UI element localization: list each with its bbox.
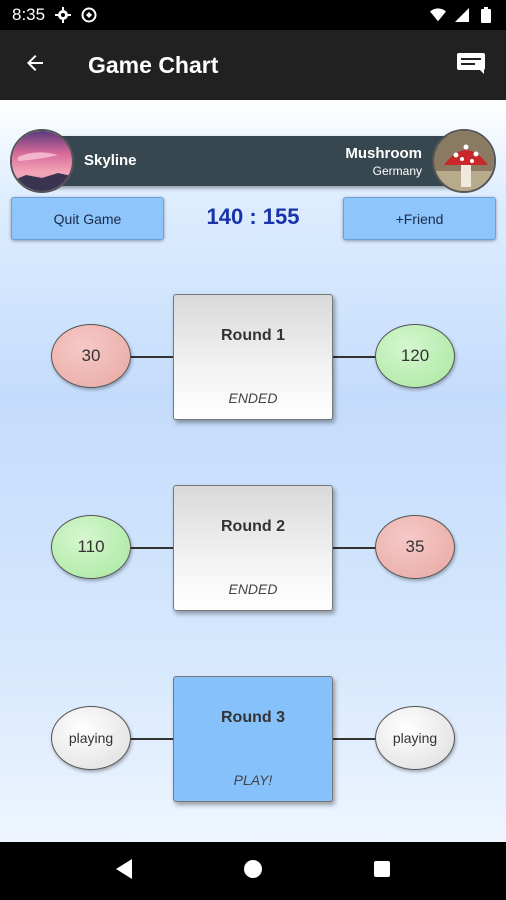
add-friend-button[interactable]: +Friend bbox=[343, 197, 496, 240]
signal-icon bbox=[454, 7, 470, 23]
square-recents-icon bbox=[373, 860, 391, 883]
nav-recents-button[interactable] bbox=[362, 851, 402, 891]
round-status: PLAY! bbox=[233, 772, 273, 788]
player-left-name: Skyline bbox=[84, 152, 137, 169]
round-title: Round 1 bbox=[221, 327, 285, 344]
round-3-left-score: playing bbox=[51, 706, 131, 770]
back-button[interactable] bbox=[0, 30, 70, 100]
navigation-bar bbox=[0, 842, 506, 900]
round-title: Round 3 bbox=[221, 709, 285, 726]
connector-line bbox=[332, 547, 380, 549]
wifi-icon bbox=[430, 7, 446, 23]
gear-icon bbox=[55, 7, 72, 23]
avatar-left[interactable] bbox=[10, 129, 74, 193]
status-bar: 8:35 bbox=[0, 0, 506, 30]
nav-back-button[interactable] bbox=[104, 851, 144, 891]
battery-icon bbox=[478, 7, 494, 23]
nav-home-button[interactable] bbox=[233, 851, 273, 891]
data-saver-icon bbox=[81, 7, 97, 23]
connector-line bbox=[128, 738, 176, 740]
round-row-3: playing Round 3 PLAY! playing bbox=[0, 676, 506, 806]
round-3-right-score: playing bbox=[375, 706, 455, 770]
connector-line bbox=[128, 356, 176, 358]
total-score: 140 : 155 bbox=[206, 204, 300, 229]
round-status: ENDED bbox=[228, 581, 278, 597]
chat-icon bbox=[456, 52, 486, 79]
round-1-box[interactable]: Round 1 ENDED bbox=[173, 294, 333, 420]
circle-home-icon bbox=[243, 859, 263, 884]
page-title: Game Chart bbox=[88, 51, 219, 78]
connector-line bbox=[332, 738, 380, 740]
chat-button[interactable] bbox=[436, 30, 506, 100]
round-2-left-score: 110 bbox=[51, 515, 131, 579]
round-2-box[interactable]: Round 2 ENDED bbox=[173, 485, 333, 611]
arrow-back-icon bbox=[23, 51, 47, 80]
round-row-2: 110 Round 2 ENDED 35 bbox=[0, 485, 506, 615]
player-right-name: Mushroom bbox=[345, 145, 422, 162]
quit-game-button[interactable]: Quit Game bbox=[11, 197, 164, 240]
player-bar: Skyline Mushroom Germany bbox=[42, 136, 464, 186]
app-bar: Game Chart bbox=[0, 30, 506, 100]
round-status: ENDED bbox=[228, 390, 278, 406]
avatar-right[interactable] bbox=[432, 129, 496, 193]
round-3-play-button[interactable]: Round 3 PLAY! bbox=[173, 676, 333, 802]
round-1-right-score: 120 bbox=[375, 324, 455, 388]
round-row-1: 30 Round 1 ENDED 120 bbox=[0, 294, 506, 424]
round-title: Round 2 bbox=[221, 518, 285, 535]
status-time: 8:35 bbox=[12, 5, 46, 24]
connector-line bbox=[128, 547, 176, 549]
triangle-back-icon bbox=[114, 858, 134, 885]
round-2-right-score: 35 bbox=[375, 515, 455, 579]
player-right-country: Germany bbox=[372, 164, 422, 178]
round-1-left-score: 30 bbox=[51, 324, 131, 388]
connector-line bbox=[332, 356, 380, 358]
game-chart-content: Skyline Mushroom Germany bbox=[0, 100, 506, 842]
